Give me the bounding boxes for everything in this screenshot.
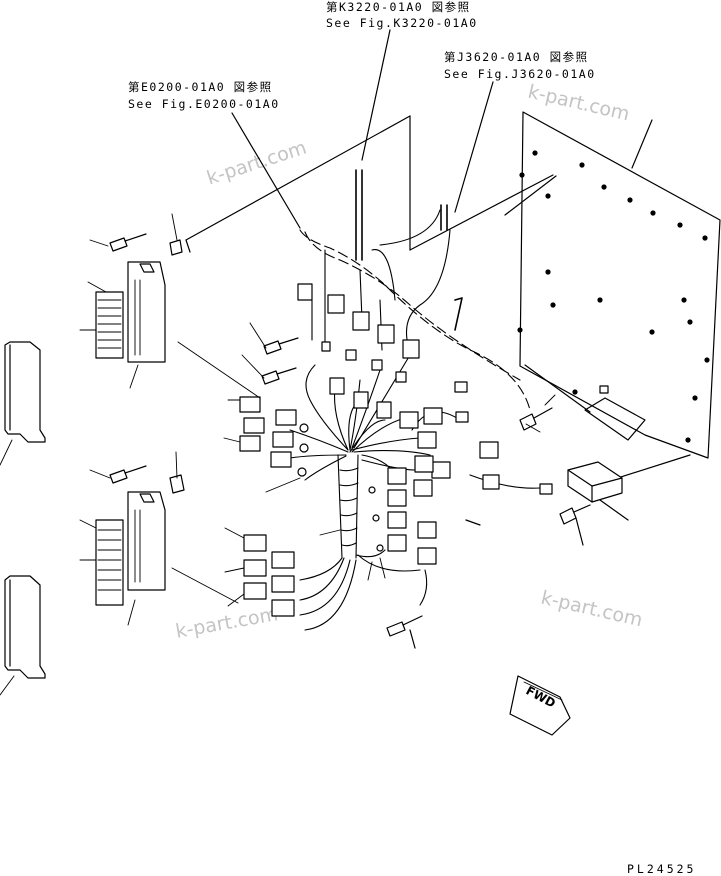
connector-housings <box>4 341 46 679</box>
plate-number: PL24525 <box>627 862 697 876</box>
ref-k3220-jp: 第K3220-01A0 図参照 <box>326 0 471 14</box>
leader-lines <box>185 29 691 649</box>
panel-holes <box>517 150 710 443</box>
ref-e0200-jp: 第E0200-01A0 図参照 <box>128 80 273 94</box>
terminal-pins <box>97 279 141 591</box>
ref-e0200-en: See Fig.E0200-01A0 <box>128 97 280 111</box>
connector-terminal-blocks <box>95 261 166 606</box>
ref-j3620-en: See Fig.J3620-01A0 <box>444 67 596 81</box>
connector-stubs <box>355 169 463 331</box>
connector-blocks <box>239 283 500 617</box>
bolts <box>109 233 591 637</box>
ref-k3220-en: See Fig.K3220-01A0 <box>326 16 478 30</box>
callout-lines <box>0 213 556 696</box>
fwd-arrow <box>509 675 571 736</box>
ref-j3620-jp: 第J3620-01A0 図参照 <box>444 50 589 64</box>
relay-box <box>539 461 623 503</box>
mounting-panel <box>185 111 721 459</box>
